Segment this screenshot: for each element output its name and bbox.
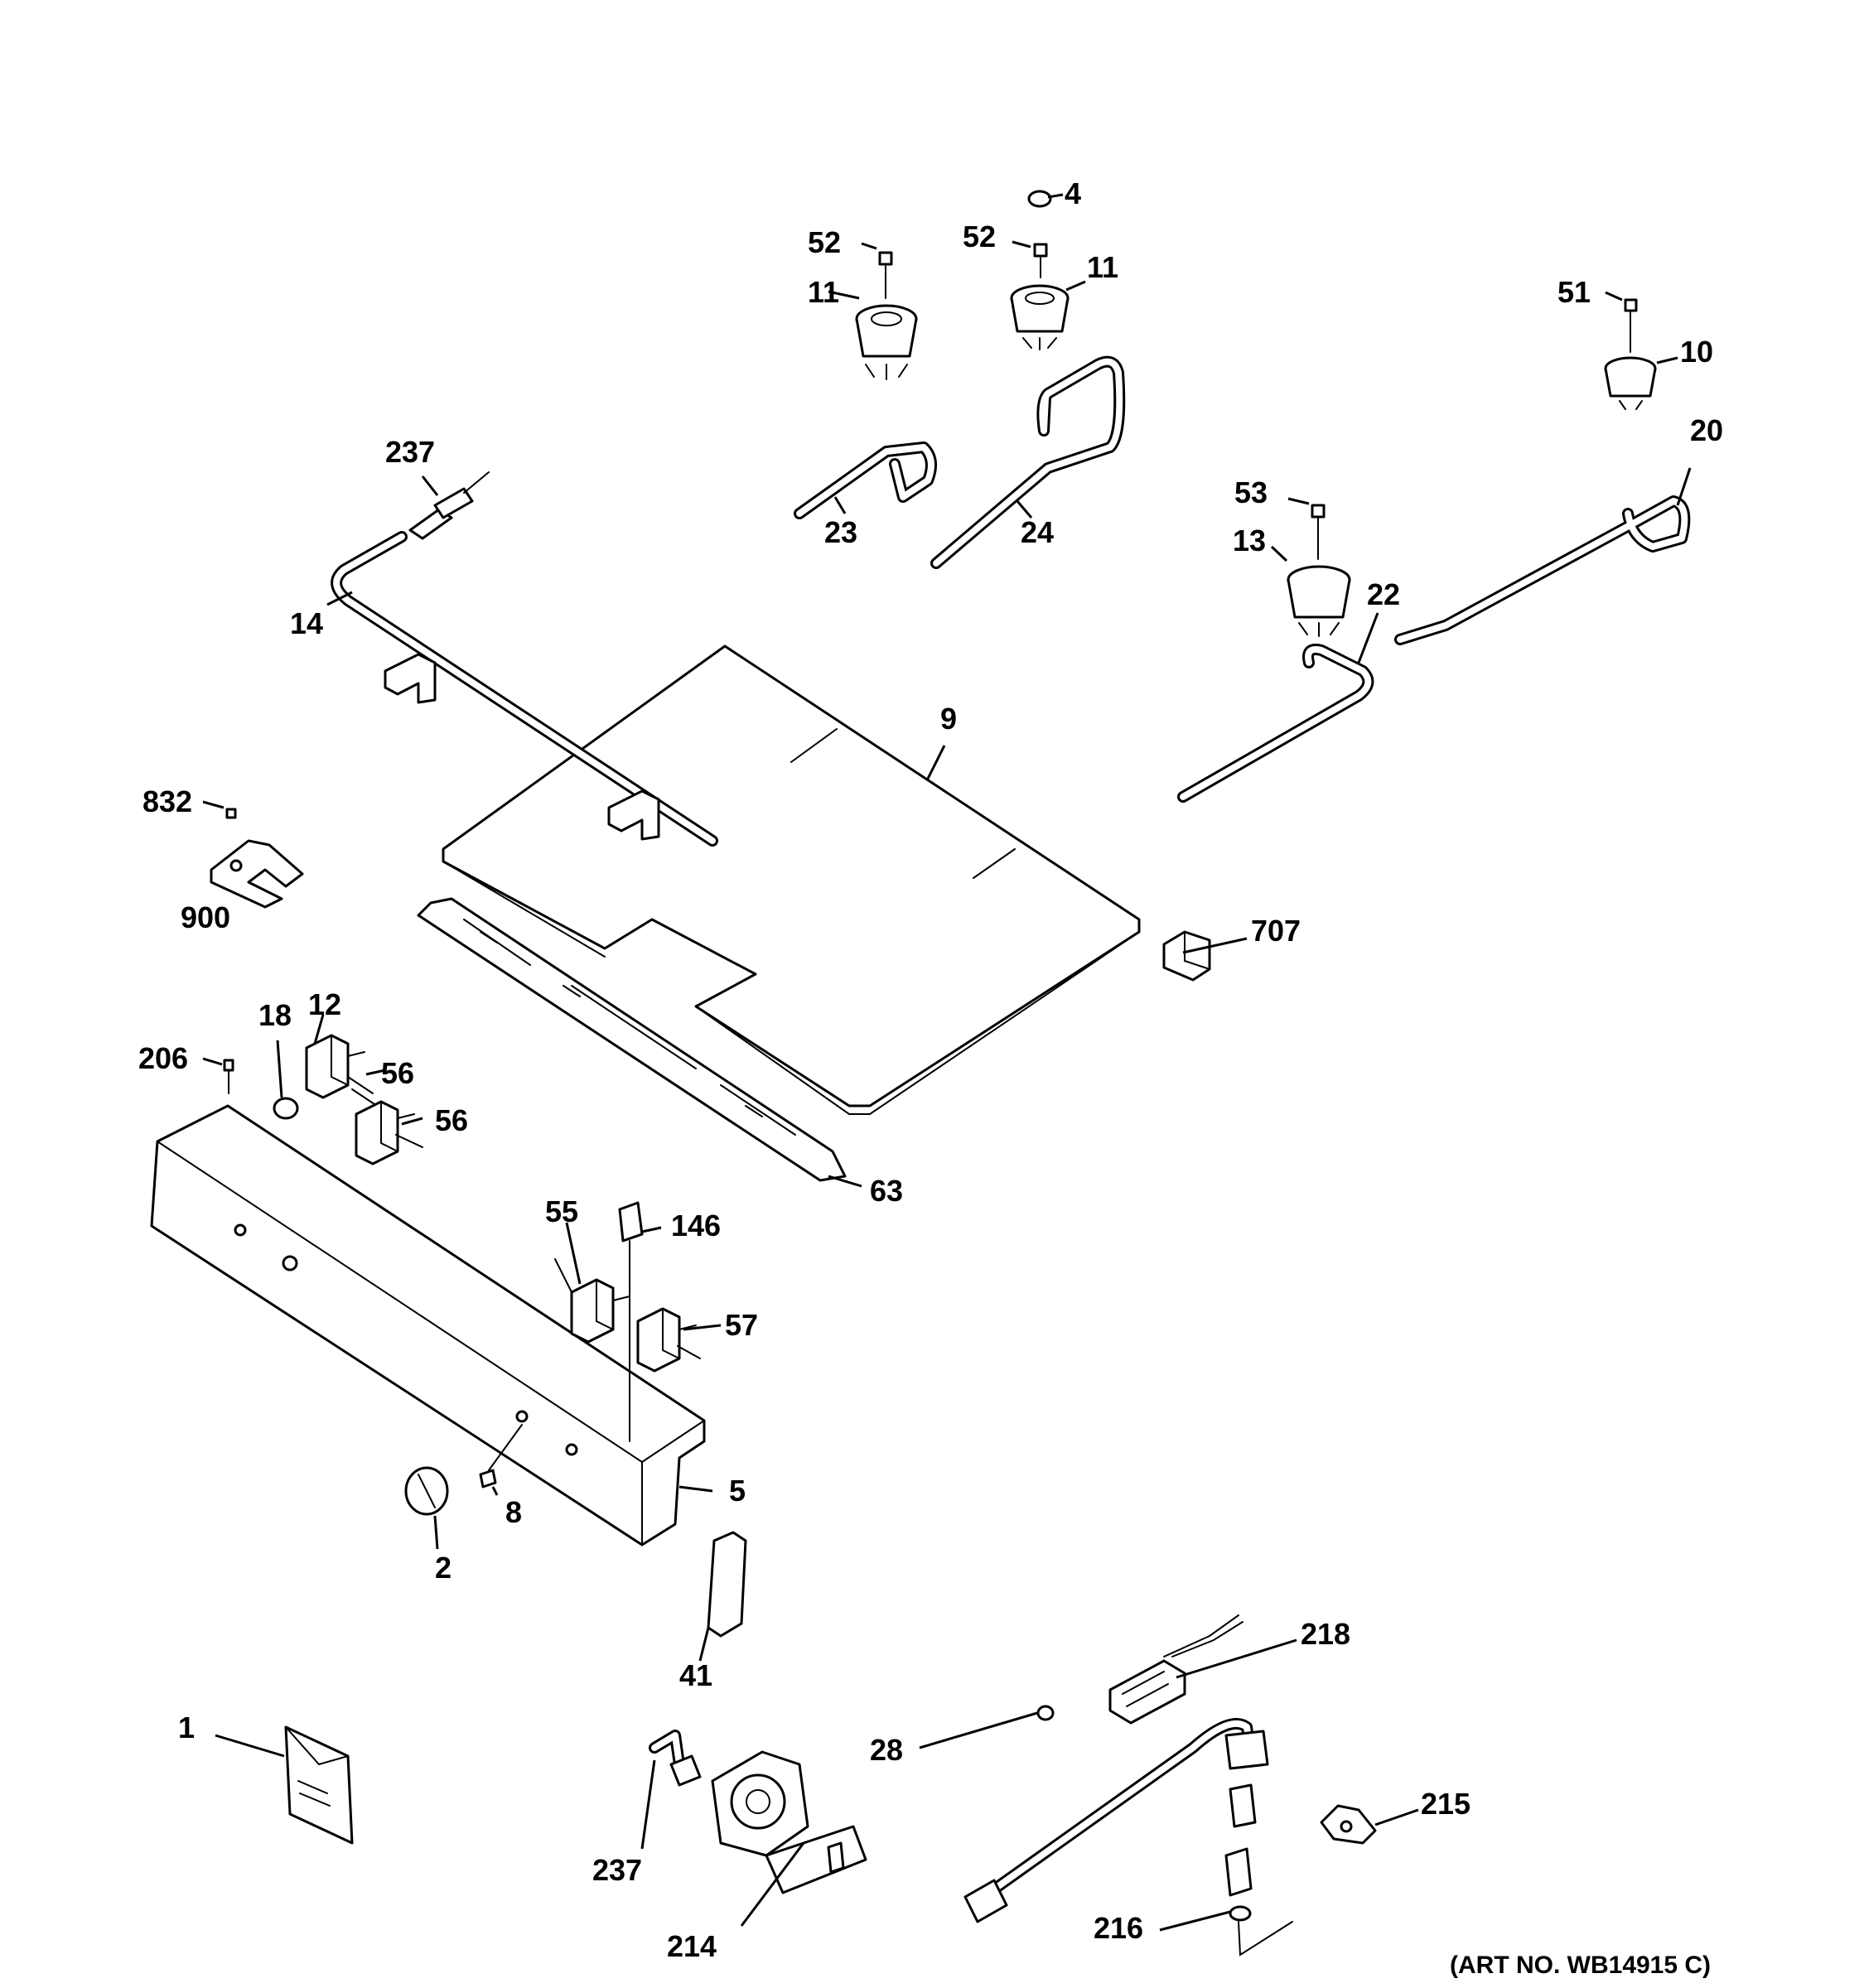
part-9-burner-box (442, 644, 1141, 1115)
part-20-burner-tube (1394, 495, 1691, 645)
callout-215: 215 (1421, 1787, 1470, 1821)
part-57-switch (636, 1307, 701, 1373)
part-8-screw (479, 1424, 523, 1489)
screw-parts (223, 190, 1638, 1721)
part-55-switch (554, 1258, 630, 1344)
callout-13: 13 (1233, 524, 1266, 557)
callout-41: 41 (679, 1658, 712, 1692)
part-oven-burner-tube (963, 1718, 1269, 1923)
part-52-screw-right (1033, 243, 1048, 258)
part-51-screw (1624, 298, 1638, 312)
part-1-literature (284, 1725, 354, 1845)
part-707-grommet (1162, 930, 1211, 982)
callout-2: 2 (435, 1551, 452, 1585)
callout-18: 18 (258, 998, 292, 1032)
part-2-knob (404, 1466, 449, 1516)
callout-216: 216 (1094, 1911, 1143, 1945)
part-53-screw (1311, 504, 1326, 519)
part-28-clip (1036, 1705, 1055, 1721)
part-23-burner-tube (794, 442, 937, 519)
callout-5: 5 (729, 1474, 746, 1508)
part-22-burner-tube (1177, 644, 1374, 803)
leader-lines (202, 193, 1692, 1932)
part-10-burner-rear-right (1604, 356, 1657, 410)
callout-51: 51 (1557, 275, 1591, 309)
callout-218: 218 (1301, 1617, 1350, 1651)
part-5-control-panel (150, 1104, 706, 1546)
callout-56: 56 (381, 1056, 414, 1090)
callout-23: 23 (824, 515, 857, 549)
part-214-gas-valve (711, 1750, 867, 1894)
part-18-knob-ring (273, 1097, 299, 1120)
part-14-manifold-pipe (331, 531, 718, 847)
part-900-bracket (210, 839, 304, 909)
callout-237: 237 (385, 435, 435, 469)
callout-707: 707 (1251, 914, 1301, 948)
part-12-switch (305, 1034, 365, 1099)
part-237-fitting-bottom (649, 1730, 702, 1787)
callout-11: 11 (1087, 250, 1118, 284)
part-13-burner-front-right (1287, 565, 1351, 637)
callout-53: 53 (1234, 475, 1268, 509)
part-206-screw (223, 1059, 234, 1072)
callout-28: 28 (870, 1733, 903, 1767)
callout-206: 206 (138, 1041, 188, 1075)
callout-900: 900 (181, 900, 230, 934)
part-11-burner-left (855, 304, 918, 380)
part-832-screw (225, 808, 237, 819)
part-24-burner-tube (930, 355, 1126, 569)
part-56-switch-lower (355, 1100, 423, 1165)
callout-8: 8 (505, 1495, 522, 1529)
art-number: (ART NO. WB14915 C) (1450, 1952, 1711, 1979)
callout-56: 56 (435, 1103, 468, 1137)
callout-9: 9 (940, 702, 957, 736)
callout-12: 12 (308, 987, 341, 1021)
callout-4: 4 (1065, 176, 1081, 210)
callout-52: 52 (808, 225, 841, 259)
callout-52: 52 (963, 220, 996, 253)
part-216-orifice (1224, 1847, 1293, 1957)
callout-146: 146 (671, 1209, 721, 1242)
callout-10: 10 (1680, 335, 1713, 369)
part-41-end-cap (707, 1531, 747, 1638)
callout-1: 1 (178, 1711, 195, 1744)
callout-20: 20 (1690, 413, 1723, 447)
part-4-nut (1027, 190, 1052, 208)
callout-labels: 4 52 52 11 11 51 10 237 23 24 20 53 13 2… (138, 176, 1723, 1979)
callout-11: 11 (808, 275, 839, 309)
part-52-screw-left (878, 251, 893, 266)
callout-22: 22 (1367, 577, 1400, 611)
callout-57: 57 (725, 1308, 758, 1342)
callout-14: 14 (290, 606, 323, 640)
part-237-fitting-top (408, 471, 490, 540)
callout-832: 832 (142, 784, 192, 818)
part-146-clip (618, 1201, 644, 1442)
callout-214: 214 (667, 1929, 717, 1963)
part-56-switch-upper (347, 1076, 378, 1107)
part-218-igniter-harness (1108, 1614, 1243, 1725)
part-63-bracket (417, 897, 847, 1182)
callout-55: 55 (545, 1194, 578, 1228)
part-215-bracket (1320, 1804, 1377, 1845)
callout-237: 237 (592, 1853, 642, 1887)
callout-24: 24 (1021, 515, 1054, 549)
callout-63: 63 (870, 1174, 903, 1208)
part-11-burner-right (1010, 284, 1070, 350)
